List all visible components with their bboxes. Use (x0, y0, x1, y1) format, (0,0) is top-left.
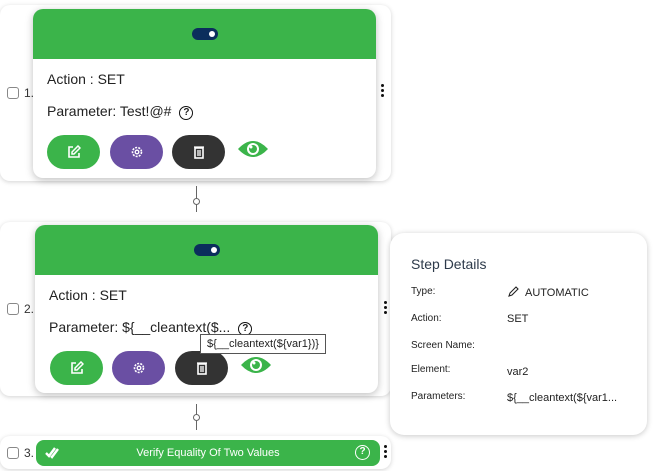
action-value: SET (507, 313, 529, 325)
gear-icon (131, 146, 142, 158)
help-icon[interactable]: ? (355, 445, 370, 460)
edit-icon (67, 145, 81, 158)
screen-name-label: Screen Name: (411, 340, 475, 351)
enable-toggle[interactable] (191, 28, 218, 40)
step-number: 1. (24, 86, 35, 100)
step-title: Verify Equality Of Two Values (136, 447, 280, 459)
parameter-row: Parameter: Test!@#? (47, 103, 194, 120)
gear-icon (133, 362, 144, 374)
step-number: 2. (24, 302, 35, 316)
element-label: Element: (411, 364, 451, 375)
settings-button[interactable] (112, 351, 165, 385)
connector-node (193, 198, 200, 205)
step-checkbox[interactable] (7, 447, 19, 459)
parameters-value: ${__cleantext(${var1... (507, 392, 618, 404)
parameter-tooltip: ${__cleantext(${var1})} (200, 334, 326, 354)
more-options-icon[interactable] (381, 84, 385, 97)
more-options-icon[interactable] (384, 301, 388, 314)
double-check-icon (45, 447, 59, 459)
delete-button[interactable] (172, 135, 225, 169)
type-label: Type: (411, 286, 436, 297)
step-card: Action : SET Parameter: ${__cleantext($.… (35, 225, 378, 393)
delete-button[interactable] (175, 351, 228, 385)
trash-icon (196, 362, 207, 375)
settings-button[interactable] (110, 135, 163, 169)
help-icon[interactable]: ? (179, 106, 194, 120)
step-checkbox[interactable] (7, 303, 19, 315)
parameters-label: Parameters: (411, 391, 466, 402)
parameter-label: Parameter: ${__cleantext($... (49, 319, 231, 335)
step-details-panel: Step Details Type: AUTOMATIC Action: SET… (390, 233, 647, 435)
more-options-icon[interactable] (384, 445, 388, 458)
action-label: Action: (411, 313, 442, 324)
eye-icon[interactable] (240, 355, 272, 375)
action-label: Action : SET (49, 287, 127, 303)
edit-icon (70, 361, 84, 374)
edit-button[interactable] (47, 135, 100, 169)
step-card-header (35, 225, 378, 275)
action-label: Action : SET (47, 71, 125, 87)
step-number: 3. (24, 446, 35, 460)
edit-button[interactable] (50, 351, 103, 385)
parameter-row: Parameter: ${__cleantext($...? (49, 319, 253, 336)
step-checkbox[interactable] (7, 87, 19, 99)
eye-icon[interactable] (237, 139, 269, 159)
pencil-icon (508, 286, 519, 297)
enable-toggle[interactable] (193, 244, 220, 256)
step-card: Action : SET Parameter: Test!@#? (33, 9, 376, 178)
trash-icon (193, 146, 204, 159)
connector-node (193, 414, 200, 421)
step-collapsed-bar[interactable]: Verify Equality Of Two Values ? (36, 440, 380, 466)
element-value: var2 (507, 366, 529, 378)
step-card-header (33, 9, 376, 59)
parameter-label: Parameter: Test!@# (47, 103, 172, 119)
panel-title: Step Details (411, 256, 487, 272)
type-text: AUTOMATIC (525, 287, 589, 299)
type-value: AUTOMATIC (507, 286, 589, 299)
